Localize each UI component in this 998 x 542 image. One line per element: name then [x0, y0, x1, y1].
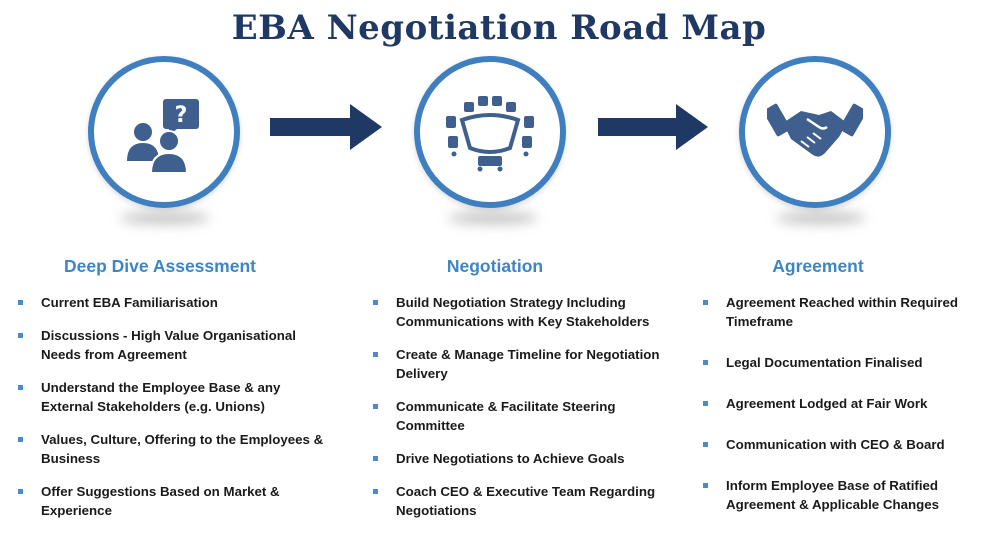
list-item: Current EBA Familiarisation [16, 293, 336, 312]
bullet-icon [373, 456, 378, 461]
bullet-icon [18, 385, 23, 390]
bullet-icon [18, 300, 23, 305]
bullet-icon [373, 489, 378, 494]
bullet-icon [18, 489, 23, 494]
list-item: Inform Employee Base of Ratified Agreeme… [701, 476, 986, 514]
svg-text:?: ? [175, 103, 188, 128]
agreement-list: Agreement Reached within Required Timefr… [701, 293, 986, 536]
bullet-icon [703, 300, 708, 305]
stage-circle-assessment: ? [88, 56, 240, 208]
bullet-icon [373, 404, 378, 409]
conference-table-icon [446, 96, 534, 172]
arrow-right-icon [598, 104, 708, 150]
list-item: Create & Manage Timeline for Negotiation… [371, 345, 671, 383]
bullet-icon [703, 483, 708, 488]
bullet-icon [18, 333, 23, 338]
list-item: Legal Documentation Finalised [701, 353, 986, 372]
assessment-list: Current EBA Familiarisation Discussions … [16, 293, 336, 534]
circle-shadow [448, 212, 538, 224]
list-item: Drive Negotiations to Achieve Goals [371, 449, 671, 468]
list-item: Communication with CEO & Board [701, 435, 986, 454]
handshake-icon [767, 103, 863, 157]
list-item: Understand the Employee Base & any Exter… [16, 378, 336, 416]
circle-shadow [776, 212, 866, 224]
list-item: Agreement Lodged at Fair Work [701, 394, 986, 413]
stage-heading-agreement: Agreement [772, 256, 864, 276]
circle-shadow [120, 212, 210, 224]
list-item: Offer Suggestions Based on Market & Expe… [16, 482, 336, 520]
page-title: EBA Negotiation Road Map [231, 8, 767, 48]
list-item: Agreement Reached within Required Timefr… [701, 293, 986, 331]
list-item: Build Negotiation Strategy Including Com… [371, 293, 671, 331]
bullet-icon [373, 352, 378, 357]
people-question-icon: ? [127, 99, 199, 174]
stage-circle-agreement [739, 56, 891, 208]
bullet-icon [373, 300, 378, 305]
list-item: Coach CEO & Executive Team Regarding Neg… [371, 482, 671, 520]
list-item: Communicate & Facilitate Steering Commit… [371, 397, 671, 435]
bullet-icon [703, 360, 708, 365]
bullet-icon [18, 437, 23, 442]
list-item: Discussions - High Value Organisational … [16, 326, 336, 364]
stage-heading-negotiation: Negotiation [446, 256, 544, 276]
stage-circle-negotiation [414, 56, 566, 208]
bullet-icon [703, 442, 708, 447]
list-item: Values, Culture, Offering to the Employe… [16, 430, 336, 468]
bullet-icon [703, 401, 708, 406]
arrow-right-icon [270, 104, 382, 150]
negotiation-list: Build Negotiation Strategy Including Com… [371, 293, 671, 534]
stage-heading-assessment: Deep Dive Assessment [64, 256, 256, 276]
